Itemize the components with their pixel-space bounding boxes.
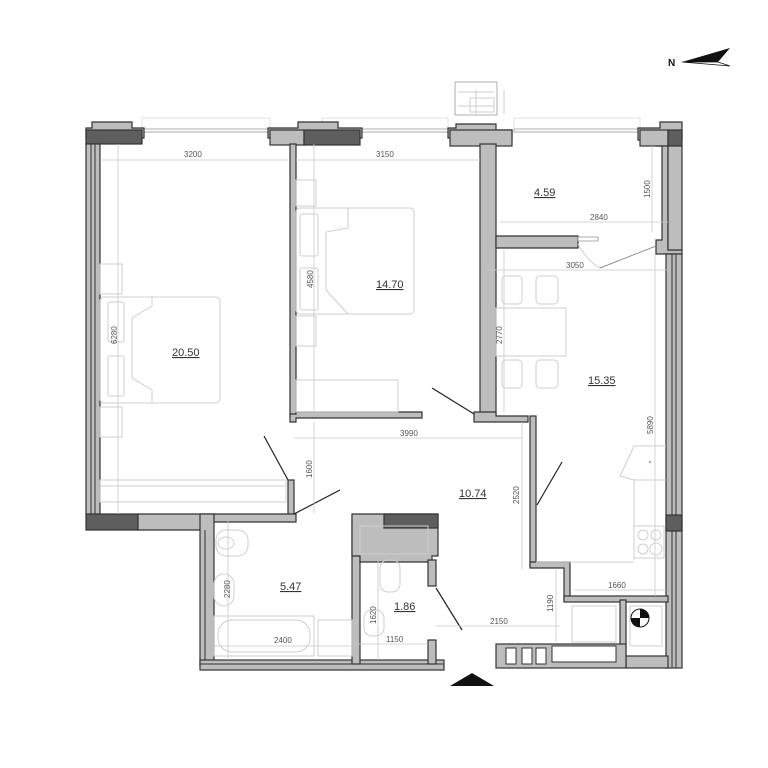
dim-balcony-depth: 1500 xyxy=(643,180,652,198)
boiler-icon xyxy=(630,608,650,628)
dim-wc-depth: 1620 xyxy=(369,606,378,624)
room-labels: 20.50 14.70 4.59 15.35 10.74 5.47 1.86 xyxy=(172,187,616,613)
balcony-railing xyxy=(454,81,505,116)
entrance-arrow-icon[interactable] xyxy=(450,673,494,686)
dim-hall-depth-left: 1600 xyxy=(305,460,314,478)
dim-bath-depth: 2280 xyxy=(223,580,232,598)
compass: N xyxy=(668,48,731,69)
dim-utility-width: 1660 xyxy=(608,581,626,590)
dining-table xyxy=(495,275,567,389)
dimension-lines xyxy=(100,144,668,660)
dim-bedroom2-width: 3150 xyxy=(376,150,394,159)
dim-hall-depth-right: 2520 xyxy=(512,486,521,504)
walls-top xyxy=(85,121,683,147)
dim-kitchen-length: 5890 xyxy=(646,416,655,434)
compass-north-label: N xyxy=(668,58,675,69)
doors xyxy=(263,236,657,631)
area-balcony: 4.59 xyxy=(534,187,555,199)
kitchen-counter xyxy=(536,445,666,563)
walls-right xyxy=(665,253,683,669)
walls-left xyxy=(85,143,139,531)
area-wc: 1.86 xyxy=(394,601,415,613)
dim-wc-width: 1150 xyxy=(386,635,404,644)
wall-bedroom2-kitchen xyxy=(473,143,579,423)
wall-kitchen-left xyxy=(529,415,571,601)
area-kitchen-living: 15.35 xyxy=(588,375,616,387)
dim-bath-width: 2400 xyxy=(274,636,292,645)
dim-balcony-width: 2840 xyxy=(590,213,608,222)
walls-utility xyxy=(495,595,669,669)
dim-bedroom1-width: 3200 xyxy=(184,150,202,159)
area-bedroom-1: 20.50 xyxy=(172,347,200,359)
wall-bedroom-divider xyxy=(137,143,423,531)
dimension-labels: 3200 3150 6280 4580 2840 1500 3050 2770 … xyxy=(110,150,655,645)
dim-kitchen-dining: 2770 xyxy=(495,326,504,344)
wc-fixtures xyxy=(359,525,429,637)
wall-balcony-right xyxy=(655,145,683,255)
dim-kitchen-width: 3050 xyxy=(566,261,584,270)
dim-hall-width: 3990 xyxy=(400,429,418,438)
dim-storage-depth: 1190 xyxy=(546,594,555,612)
bed-bedroom-2 xyxy=(295,179,415,413)
dim-bedroom1-length: 6280 xyxy=(110,326,119,344)
walls-bathroom xyxy=(199,513,445,671)
dim-bedroom2-length: 4580 xyxy=(306,270,315,288)
top-windows xyxy=(141,117,641,133)
bathroom-fixtures xyxy=(213,529,353,657)
utility-storage xyxy=(571,605,663,647)
dim-corridor-width: 2150 xyxy=(490,617,508,626)
area-bedroom-2: 14.70 xyxy=(376,279,404,291)
area-bathroom: 5.47 xyxy=(280,581,301,593)
north-arrow-icon xyxy=(681,48,731,67)
bed-bedroom-1 xyxy=(99,263,287,503)
area-hallway: 10.74 xyxy=(459,488,487,500)
